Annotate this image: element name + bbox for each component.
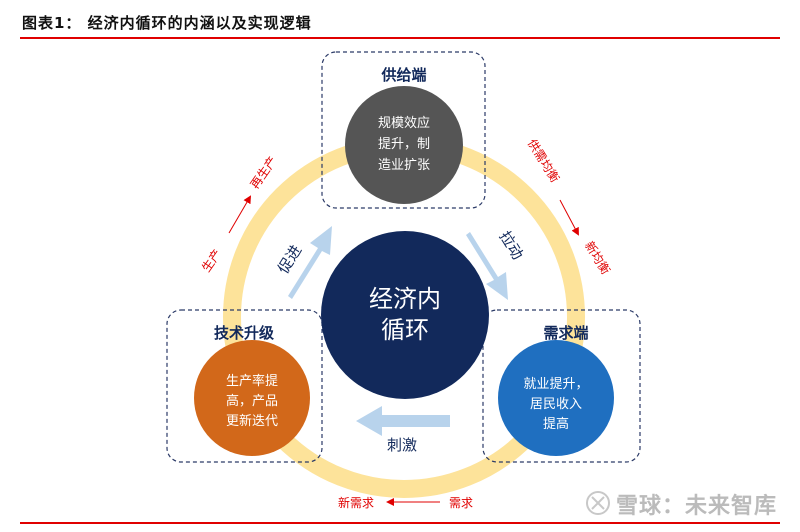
center-label-line1: 经济内 [369, 285, 441, 313]
supply-circle [345, 86, 463, 204]
supply-box [321, 51, 486, 209]
stimulate-arrow [356, 406, 450, 436]
stimulate-label: 刺激 [387, 436, 417, 454]
top-divider [20, 37, 780, 39]
tech-text: 更新迭代 [226, 413, 278, 429]
balance-from: 供需均衡 [525, 137, 562, 185]
bottom-divider [20, 522, 780, 524]
demand-text: 提高 [543, 416, 569, 432]
demand-text: 居民收入 [530, 397, 582, 412]
production-from: 生产 [199, 247, 224, 275]
center-label-line2: 循环 [381, 316, 429, 344]
supply-text: 造业扩张 [378, 158, 430, 173]
promote-arrow [288, 226, 332, 299]
demand-label: 需求端 [543, 324, 588, 342]
tech-circle [194, 340, 310, 456]
tech-label: 技术升级 [214, 324, 275, 342]
production-to: 再生产 [248, 154, 280, 192]
supply-label: 供给端 [380, 66, 426, 84]
tech-text: 高，产品 [226, 393, 278, 409]
balance-arrow [559, 199, 579, 236]
tech-text: 生产率提 [226, 373, 278, 389]
demand-from: 需求 [449, 496, 473, 510]
demand-to: 新需求 [338, 495, 374, 510]
demand-text: 就业提升， [523, 376, 588, 392]
watermark-logo [586, 491, 610, 515]
supply-text: 规模效应 [378, 115, 430, 131]
figure-title: 图表1： 经济内循环的内涵以及实现逻辑 [22, 14, 312, 32]
center-circle [321, 231, 489, 399]
pull-label: 拉动 [496, 228, 527, 263]
tech-box [166, 309, 323, 463]
supply-text: 提升，制 [378, 136, 430, 152]
watermark: 雪球：未来智库 [616, 494, 778, 519]
pull-arrow [466, 232, 508, 300]
production-arrow [228, 195, 252, 234]
promote-label: 促进 [274, 242, 305, 277]
balance-to: 新均衡 [582, 238, 614, 276]
demand-box [482, 309, 641, 463]
demand-circle [498, 340, 614, 456]
